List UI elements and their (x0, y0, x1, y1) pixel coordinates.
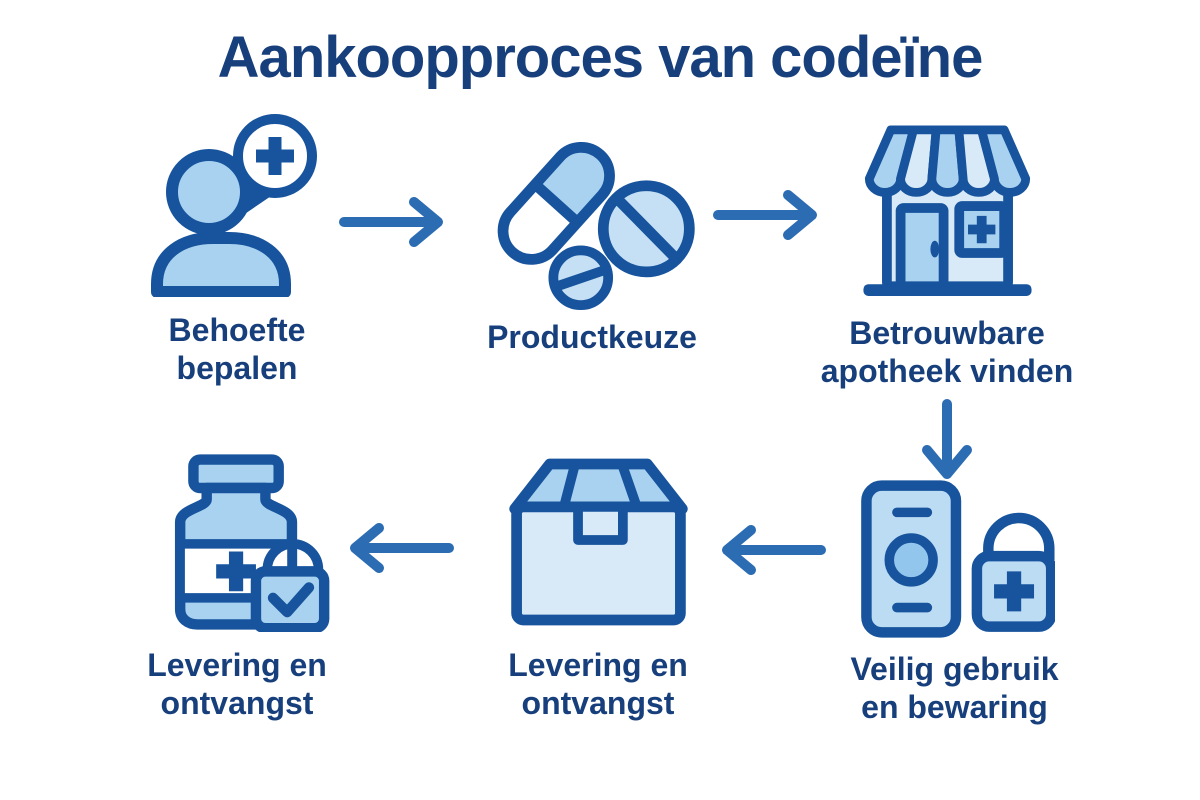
step-apotheek-vinden: Betrouwbare apotheek vinden (792, 116, 1102, 390)
medicine-bottle-lock-icon (174, 454, 330, 632)
step-veilig-gebruik: Veilig gebruik en bewaring (797, 478, 1112, 726)
step-label: Behoefte bepalen (168, 312, 306, 386)
step-productkeuze: Productkeuze (457, 128, 727, 356)
step-label: Veilig gebruik en bewaring (850, 651, 1059, 725)
page-title: Aankoopproces van codeïne (217, 25, 984, 90)
step-label: Betrouwbare apotheek vinden (820, 315, 1074, 389)
arrow-down-icon (922, 399, 972, 479)
step-behoefte-bepalen: Behoefte bepalen (102, 112, 372, 387)
step-label: Levering en ontvangst (508, 647, 688, 721)
arrow-left-icon (350, 523, 454, 573)
package-box-icon (508, 458, 688, 626)
step-levering-bottle: Levering en ontvangst (102, 452, 372, 722)
person-consult-icon (150, 114, 317, 297)
phone-lock-icon (860, 480, 1055, 638)
step-label: Levering en ontvangst (147, 647, 327, 721)
arrow-left-icon (722, 525, 826, 575)
step-levering-box: Levering en ontvangst (463, 452, 733, 722)
arrow-right-icon (713, 190, 817, 240)
arrow-right-icon (339, 197, 443, 247)
pharmacy-store-icon (862, 125, 1032, 296)
pills-icon (497, 142, 695, 311)
step-label: Productkeuze (487, 319, 697, 355)
